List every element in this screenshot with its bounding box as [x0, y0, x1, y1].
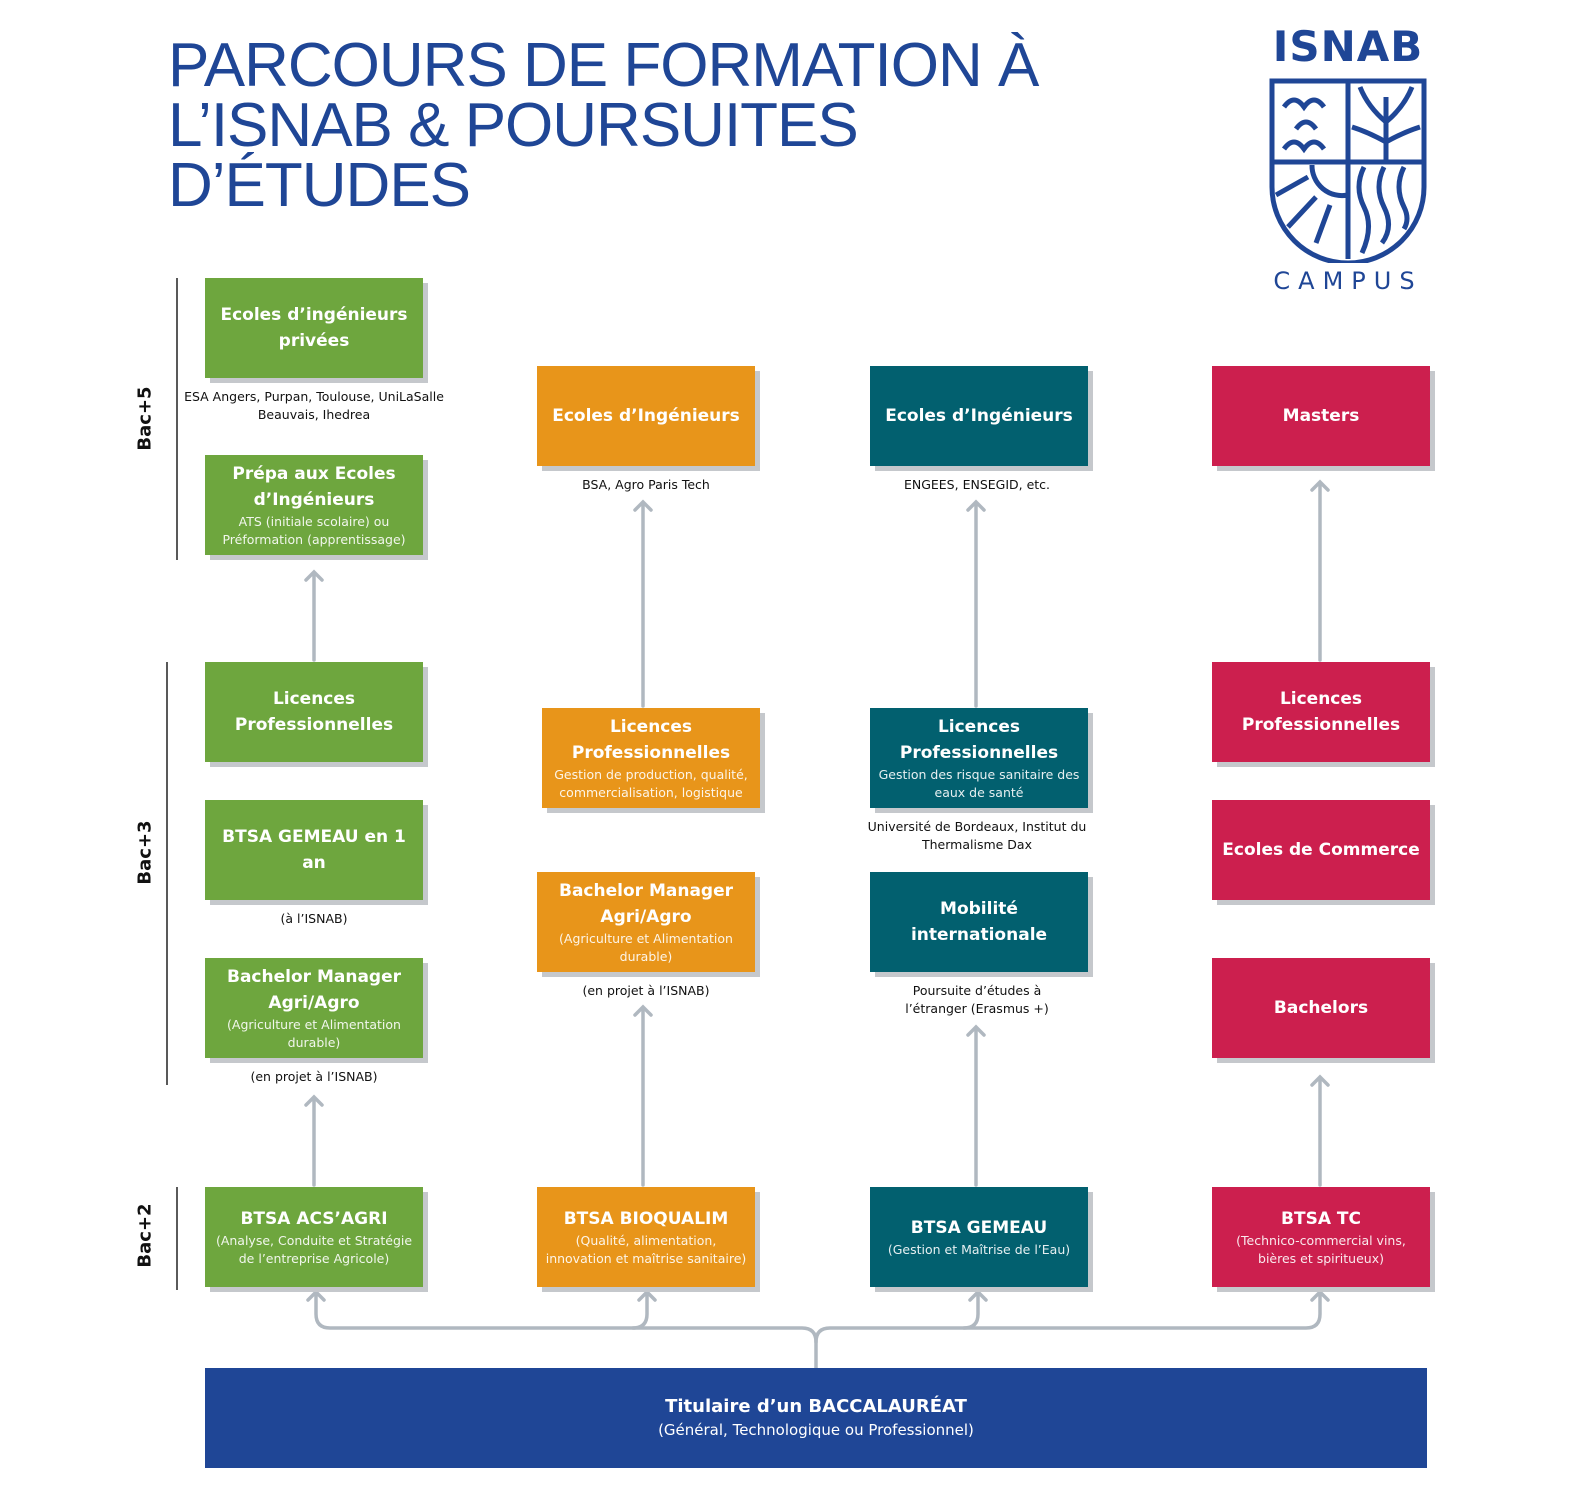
box-title: Bachelors [1273, 998, 1369, 1018]
box-btsa-gemeau: BTSA GEMEAU (Gestion et Maîtrise de l’Eau… [870, 1187, 1088, 1287]
bac-connector [631, 1289, 657, 1330]
box-title: Masters [1282, 406, 1360, 426]
note: (en projet à l’ISNAB) [250, 1069, 378, 1084]
box-bachelors: Bachelors [1212, 958, 1430, 1058]
note: (en projet à l’ISNAB) [582, 983, 710, 998]
box-ecoles-commerce: Ecoles de Commerce [1212, 800, 1430, 900]
arrow [966, 499, 986, 708]
box-ecoles-ingenieurs: Ecoles d’Ingénieurs [537, 366, 755, 466]
box-title: BTSA ACS’AGRI [240, 1209, 388, 1229]
box-title: Mobilité internationale [910, 899, 1048, 945]
box-subtitle: ATS (initiale scolaire) ou Préformation … [222, 514, 406, 547]
logo-name: ISNAB [1272, 22, 1424, 71]
title-line: PARCOURS DE FORMATION À [168, 31, 1039, 100]
box-subtitle: (Qualité, alimentation, innovation et ma… [545, 1233, 747, 1266]
note: Poursuite d’études à l’étranger (Erasmus… [905, 983, 1049, 1016]
note: Université de Bordeaux, Institut du Ther… [867, 819, 1087, 852]
note: ESA Angers, Purpan, Toulouse, UniLaSalle… [184, 389, 444, 422]
note: BSA, Agro Paris Tech [582, 477, 710, 492]
logo-subtitle: CAMPUS [1273, 267, 1423, 295]
box-title: Ecoles de Commerce [1222, 840, 1420, 860]
box-subtitle: Gestion de production, qualité, commerci… [554, 767, 748, 800]
box-btsa-bioqualim: BTSA BIOQUALIM (Qualité, alimentation, in… [537, 1187, 755, 1287]
box-licences-pro: Licences Professionnelles [205, 662, 423, 762]
bac-title: Titulaire d’un BACCALAURÉAT [665, 1396, 967, 1417]
arrow [633, 1004, 653, 1187]
arrow [1310, 1074, 1330, 1187]
box-title: BTSA GEMEAU [910, 1218, 1048, 1238]
box-title: Licences Professionnelles [571, 717, 731, 763]
box-title: BTSA BIOQUALIM [563, 1209, 729, 1229]
page-title: PARCOURS DE FORMATION À L’ISNAB & POURSU… [168, 31, 1039, 220]
box-subtitle: Gestion des risque sanitaire des eaux de… [878, 767, 1080, 800]
arrow [633, 499, 653, 708]
title-line: D’ÉTUDES [168, 151, 471, 220]
box-bachelor: Bachelor Manager Agri/Agro (Agriculture e… [537, 872, 755, 972]
isnab-logo: ISNAB CAMPUS [1258, 22, 1438, 295]
title-line: L’ISNAB & POURSUITES [168, 91, 859, 160]
axis-label-bac5: Bac+5 [134, 386, 156, 451]
box-subtitle: (Technico-commercial vins, bières et spi… [1236, 1233, 1406, 1266]
box-title: BTSA TC [1281, 1209, 1361, 1229]
box-title: Licences Professionnelles [899, 717, 1059, 763]
box-licences-pro: Licences Professionnelles [1212, 662, 1430, 762]
box-title: Licences Professionnelles [234, 689, 394, 735]
box-subtitle: (Agriculture et Alimentation durable) [227, 1017, 401, 1050]
box-subtitle: (Analyse, Conduite et Stratégie de l’ent… [215, 1233, 413, 1266]
box-title: Bachelor Manager Agri/Agro [227, 967, 401, 1013]
box-masters: Masters [1212, 366, 1430, 466]
box-title: Ecoles d’ingénieurs privées [220, 305, 408, 351]
note: (à l’ISNAB) [280, 911, 348, 926]
axis-label-bac2: Bac+2 [134, 1203, 156, 1268]
bac-connector [814, 1289, 1330, 1344]
box-ecoles-ingenieurs-privees: Ecoles d’ingénieurs privées [205, 278, 423, 378]
box-subtitle: (Agriculture et Alimentation durable) [559, 931, 733, 964]
axis-label-bac3: Bac+3 [134, 820, 156, 885]
box-mobilite-internationale: Mobilité internationale [870, 872, 1088, 972]
box-title: Ecoles d’Ingénieurs [885, 406, 1073, 426]
box-btsa-gemeau-1an: BTSA GEMEAU en 1 an [205, 800, 423, 900]
bac-connector [306, 1289, 818, 1370]
baccalaureat-bar: Titulaire d’un BACCALAURÉAT (Général, Te… [205, 1368, 1427, 1468]
box-title: BTSA GEMEAU en 1 an [222, 827, 406, 873]
bac-subtitle: (Général, Technologique ou Professionnel… [658, 1421, 974, 1439]
box-bachelor: Bachelor Manager Agri/Agro (Agriculture e… [205, 958, 423, 1058]
box-btsa-acs-agri: BTSA ACS’AGRI (Analyse, Conduite et Strat… [205, 1187, 423, 1287]
arrow [304, 1094, 324, 1187]
arrow [304, 569, 324, 662]
note: ENGEES, ENSEGID, etc. [903, 477, 1051, 492]
box-title: Licences Professionnelles [1241, 689, 1401, 735]
arrow [1310, 479, 1330, 662]
box-title: Ecoles d’Ingénieurs [552, 406, 740, 426]
box-title: Prépa aux Ecoles d’Ingénieurs [232, 464, 396, 510]
arrow [966, 1024, 986, 1187]
box-btsa-tc: BTSA TC (Technico-commercial vins, bières… [1212, 1187, 1430, 1287]
box-subtitle: (Gestion et Maîtrise de l’Eau) [887, 1242, 1071, 1257]
box-title: Bachelor Manager Agri/Agro [559, 881, 733, 927]
box-ecoles-ingenieurs: Ecoles d’Ingénieurs [870, 366, 1088, 466]
bac-connector [962, 1289, 988, 1330]
shield-icon [1269, 78, 1427, 263]
